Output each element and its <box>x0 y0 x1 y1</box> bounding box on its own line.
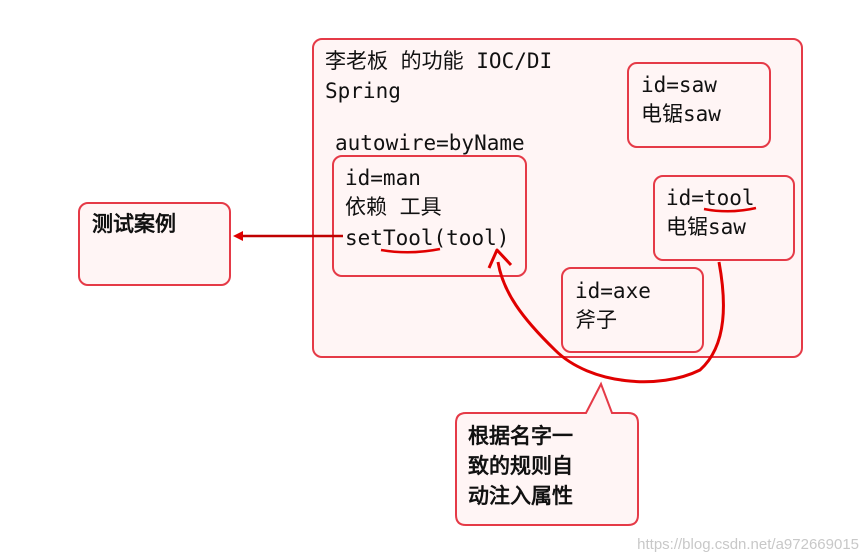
bean-saw-desc: 电锯saw <box>641 102 721 126</box>
test-case-box <box>78 202 231 286</box>
bean-saw <box>627 62 771 148</box>
bean-axe-id: id=axe <box>575 279 651 303</box>
bean-man-setter: setTool(tool) <box>345 224 509 253</box>
bean-tool-id: id=tool <box>666 184 755 213</box>
watermark-text: https://blog.csdn.net/a972669015 <box>637 536 859 553</box>
bean-tool <box>653 175 795 261</box>
callout-line-2: 致的规则自 <box>468 454 573 478</box>
bean-axe-desc: 斧子 <box>575 308 617 332</box>
container-title: 李老板 的功能 IOC/DI <box>325 49 553 73</box>
bean-man-dependency: 依赖 工具 <box>345 195 442 219</box>
container-subtitle: Spring <box>325 79 401 103</box>
bean-tool-desc: 电锯saw <box>666 215 746 239</box>
bean-saw-id: id=saw <box>641 73 717 97</box>
callout-line-3: 动注入属性 <box>468 484 573 508</box>
setter-property-name: Tool <box>382 226 434 250</box>
bean-man-id: id=man <box>345 166 421 190</box>
test-case-label: 测试案例 <box>92 212 176 236</box>
bean-tool-id-prefix: id= <box>666 186 704 210</box>
setter-prefix: set <box>345 226 383 250</box>
bean-tool-id-key: tool <box>703 186 755 210</box>
setter-argument: (tool) <box>433 226 510 250</box>
callout-line-1: 根据名字一 <box>468 424 573 448</box>
autowire-label: autowire=byName <box>335 131 525 155</box>
